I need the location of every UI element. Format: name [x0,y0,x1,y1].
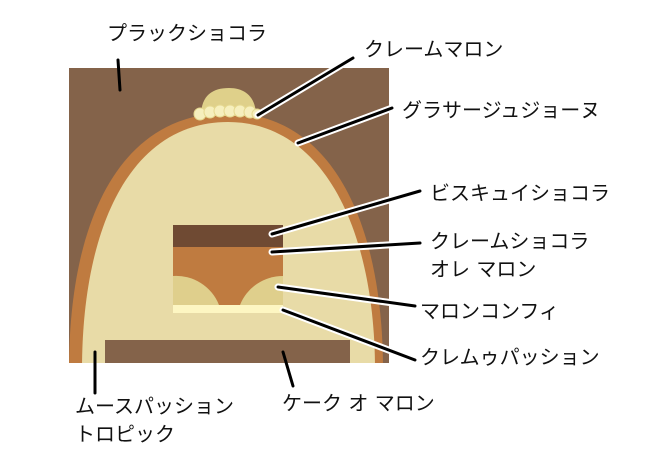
cream-passion-layer [173,305,283,313]
label-glacage: グラサージュジョーヌ [402,98,600,122]
label-cake-marron: ケーク オ マロン [282,391,435,415]
label-biscuit: ビスキュイショコラ [430,181,610,205]
label-creme-marron: クレームマロン [364,37,503,61]
label-black-chocolat: プラックショコラ [107,21,267,45]
leader-lines [93,54,424,395]
label-mousse-1: ムースパッション [75,394,234,418]
cake-layer [105,340,350,363]
label-creme-chocolat-1: クレームショコラ [430,229,589,253]
marron-confit-right [240,275,283,305]
label-mousse-2: トロピック [75,422,175,446]
label-creme-passion: クレムゥパッション [420,345,600,369]
biscuit-layer [173,225,283,247]
marron-confit-left [173,275,219,305]
label-creme-chocolat-2: オレ マロン [430,257,536,281]
label-marron-confit: マロンコンフィ [420,299,559,323]
creme-marron-beads [193,104,263,121]
